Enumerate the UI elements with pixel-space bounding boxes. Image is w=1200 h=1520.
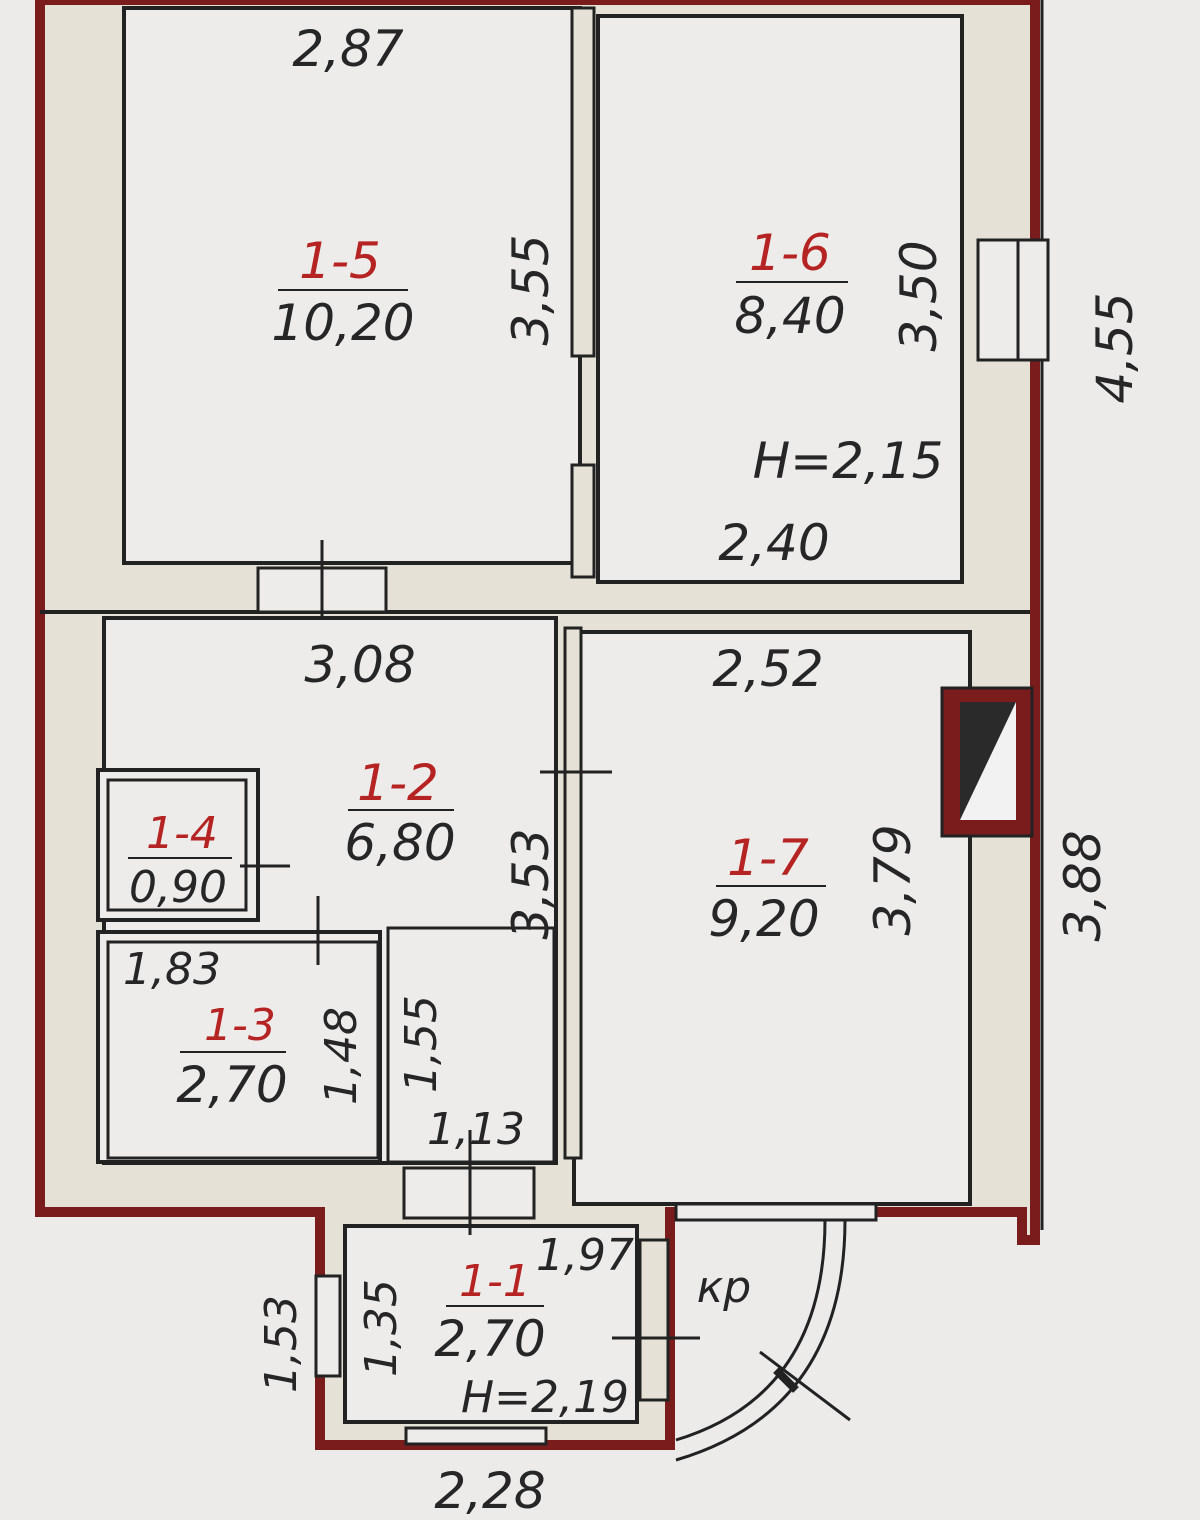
- porch-arc-outer: [675, 1219, 847, 1462]
- room-code: 1-3: [204, 1000, 276, 1051]
- dim-3-55: 3,55: [502, 234, 560, 345]
- room-area: 8,40: [734, 287, 845, 345]
- dim-2-52: 2,52: [712, 640, 823, 698]
- dim-3-50: 3,50: [890, 240, 948, 351]
- porch-tick: [773, 1367, 799, 1393]
- room-1-7: [572, 630, 972, 1206]
- dim-3-79: 3,79: [864, 824, 922, 935]
- room-code: 1-6: [749, 224, 831, 282]
- dim-3-08: 3,08: [304, 636, 415, 694]
- room-1-3-inner: [106, 940, 380, 1160]
- room-1-6: [596, 14, 964, 584]
- dim-2-28: 2,28: [434, 1462, 545, 1520]
- room-area: 6,80: [344, 814, 455, 872]
- room-1-4: [96, 768, 260, 922]
- room-area: 2,70: [434, 1310, 545, 1368]
- room-label-1-6: 1-6 8,40: [734, 224, 848, 345]
- dim-2-40: 2,40: [718, 514, 829, 572]
- dim-1-35: 1,35: [356, 1279, 407, 1377]
- dim-1-13: 1,13: [427, 1104, 525, 1155]
- dim-4-55: 4,55: [1086, 292, 1144, 403]
- room-label-1-5: 1-5 10,20: [271, 232, 414, 352]
- partition-bottom: [570, 463, 596, 579]
- dim-2-87: 2,87: [292, 20, 404, 78]
- room-area: 10,20: [271, 294, 414, 352]
- room-label-1-1: 1-1 2,70: [434, 1256, 545, 1368]
- room-code: 1-1: [459, 1256, 531, 1307]
- room-area: 9,20: [708, 890, 819, 948]
- dim-3-53: 3,53: [502, 828, 560, 939]
- room-code: 1-5: [299, 232, 381, 290]
- dim-1-83: 1,83: [123, 944, 221, 995]
- entry-wall-right: [638, 1238, 670, 1402]
- room-1-3: [96, 930, 382, 1164]
- porch-label: кр: [697, 1262, 752, 1313]
- room-label-1-4: 1-4 0,90: [128, 808, 232, 913]
- porch-mark: [759, 1350, 851, 1422]
- room-1-4-inner: [106, 778, 248, 912]
- room-label-1-2: 1-2 6,80: [344, 754, 455, 872]
- height-entry: H=2,19: [461, 1372, 629, 1423]
- chimney-diagonal: [960, 702, 1016, 820]
- window-1-7: [674, 1202, 878, 1222]
- room-label-1-3: 1-3 2,70: [176, 1000, 287, 1114]
- room-code: 1-4: [146, 808, 218, 859]
- room-1-1: [343, 1224, 639, 1424]
- entry-window-bottom: [404, 1426, 548, 1446]
- room-label-1-7: 1-7 9,20: [708, 829, 826, 948]
- dim-1-53: 1,53: [256, 1295, 307, 1393]
- partition-top: [570, 6, 596, 358]
- dim-1-55: 1,55: [396, 995, 447, 1093]
- room-code: 1-7: [727, 829, 809, 887]
- room-code: 1-2: [357, 754, 439, 812]
- dim-1-48: 1,48: [316, 1007, 367, 1105]
- height-main: H=2,15: [753, 432, 944, 490]
- entry-window-left: [314, 1274, 342, 1378]
- dim-3-88: 3,88: [1054, 830, 1112, 941]
- room-1-5: [122, 6, 582, 565]
- partition-middle: [563, 626, 583, 1160]
- room-area: 0,90: [129, 862, 227, 913]
- porch-arc-inner: [675, 1219, 827, 1442]
- window-1-6: [976, 238, 1050, 362]
- room-area: 2,70: [176, 1056, 287, 1114]
- dim-1-97: 1,97: [536, 1230, 634, 1281]
